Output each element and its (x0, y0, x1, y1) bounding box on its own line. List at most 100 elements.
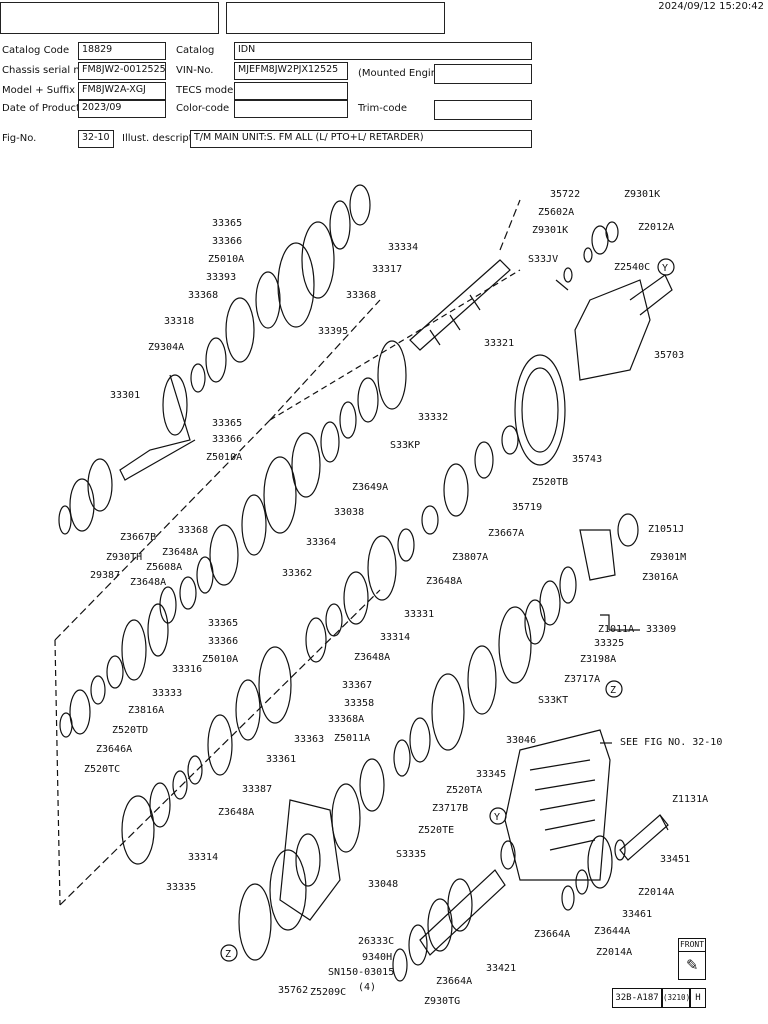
catalog-code-value: 18829 (78, 42, 166, 60)
part-callout: Z9301K (532, 225, 568, 236)
part-callout: 35719 (512, 502, 542, 513)
catalog-label: Catalog (176, 45, 215, 56)
part-callout: S3335 (396, 849, 426, 860)
mounted-engine-label: (Mounted Engine (358, 68, 444, 79)
part-callout: 33365 (212, 418, 242, 429)
part-callout: (4) (358, 982, 376, 993)
footer-ref: (3210) (662, 988, 690, 1008)
timestamp: 2024/09/12 15:20:42 (658, 1, 764, 12)
part-callout: 35722 (550, 189, 580, 200)
part-callout: Z3648A (426, 576, 462, 587)
part-callout: Z3664A (436, 976, 472, 987)
part-callout: 35762 (278, 985, 308, 996)
header-blank-box-1 (0, 2, 219, 34)
part-callout: 26333C (358, 936, 394, 947)
front-label: FRONT (679, 939, 705, 952)
color-value (234, 100, 348, 118)
part-callout: 33421 (486, 963, 516, 974)
part-callout: 33365 (212, 218, 242, 229)
part-callout: Z5010A (208, 254, 244, 265)
vin-value: MJEFM8JW2PJX12525 (234, 62, 348, 80)
part-callout: 9340H (362, 952, 392, 963)
footer-suffix: H (690, 988, 706, 1008)
part-callout: 33368 (346, 290, 376, 301)
part-callout: Z3648A (162, 547, 198, 558)
part-callout: 35703 (654, 350, 684, 361)
part-callout: 33333 (152, 688, 182, 699)
catalog-code-label: Catalog Code (2, 45, 70, 56)
part-callout: 33309 (646, 624, 676, 635)
part-callout: 33358 (344, 698, 374, 709)
reference-marker: Z (610, 685, 616, 696)
part-callout: 33314 (380, 632, 410, 643)
chassis-label: Chassis serial number (2, 65, 113, 76)
part-callout: Z3717A (564, 674, 600, 685)
front-arrow-icon: ✎ (686, 954, 698, 975)
part-callout: Z5209C (310, 987, 346, 998)
part-callout: 33393 (206, 272, 236, 283)
part-callout: 33334 (388, 242, 418, 253)
tecs-label: TECS model (only (176, 85, 265, 96)
part-callout: Z2014A (638, 887, 674, 898)
part-callout: Z5010A (202, 654, 238, 665)
part-callout: 33395 (318, 326, 348, 337)
part-callout: Z3649A (352, 482, 388, 493)
part-callout: Z1051J (648, 524, 684, 535)
part-callout: Z930TG (424, 996, 460, 1007)
part-callout: 33366 (212, 236, 242, 247)
part-callout: Z520TC (84, 764, 120, 775)
part-callout: Z930TH (106, 552, 142, 563)
illust-value: T/M MAIN UNIT:S. FM ALL (L/ PTO+L/ RETAR… (190, 130, 532, 148)
fig-label: Fig-No. (2, 133, 37, 144)
part-callout: 33325 (594, 638, 624, 649)
model-label: Model + Suffix (2, 85, 76, 96)
vin-label: VIN-No. (176, 65, 214, 76)
part-callout: 33038 (334, 507, 364, 518)
part-callout: Z2014A (596, 947, 632, 958)
trim-label: Trim-code (358, 103, 407, 114)
part-callout: 33364 (306, 537, 336, 548)
part-callout: 33365 (208, 618, 238, 629)
part-callout: Z3648A (130, 577, 166, 588)
part-callout: Z3667B (120, 532, 156, 543)
part-callout: 33368 (178, 525, 208, 536)
part-callout: Z2012A (638, 222, 674, 233)
part-callout: 33363 (294, 734, 324, 745)
part-callout: 33367 (342, 680, 372, 691)
part-callout: SN150-03015 (328, 967, 394, 978)
part-callout: 33345 (476, 769, 506, 780)
part-callout: 33366 (208, 636, 238, 647)
part-callout: 33368 (188, 290, 218, 301)
part-callout: S33KP (390, 440, 420, 451)
footer-code: 32B-A187 (612, 988, 662, 1008)
part-callout: 33318 (164, 316, 194, 327)
part-callout: Z520TB (532, 477, 568, 488)
part-callout: Z5608A (146, 562, 182, 573)
part-callout: Z3717B (432, 803, 468, 814)
part-callout: Z520TD (112, 725, 148, 736)
part-callout: Z3646A (96, 744, 132, 755)
part-callout: Z2540C (614, 262, 650, 273)
part-callout: Z3648A (218, 807, 254, 818)
part-callout: Z3016A (642, 572, 678, 583)
part-callout: S33JV (528, 254, 558, 265)
trim-value (434, 100, 532, 120)
part-callout: Z5011A (334, 733, 370, 744)
part-callout: 33387 (242, 784, 272, 795)
part-callout: Z520TA (446, 785, 482, 796)
part-callout: S33KT (538, 695, 568, 706)
part-callout: 33321 (484, 338, 514, 349)
reference-marker: Y (662, 263, 668, 274)
part-callout: Z520TE (418, 825, 454, 836)
part-callout: Z9301K (624, 189, 660, 200)
part-callout: 33362 (282, 568, 312, 579)
part-callout: Z9304A (148, 342, 184, 353)
part-callout: 33335 (166, 882, 196, 893)
part-callout: 29387 (90, 570, 120, 581)
part-callout: Z1131A (672, 794, 708, 805)
illust-label: Illust. description (122, 133, 208, 144)
chassis-value: FM8JW2-0012525 (78, 62, 166, 80)
part-callout: 33314 (188, 852, 218, 863)
part-callout: 33316 (172, 664, 202, 675)
